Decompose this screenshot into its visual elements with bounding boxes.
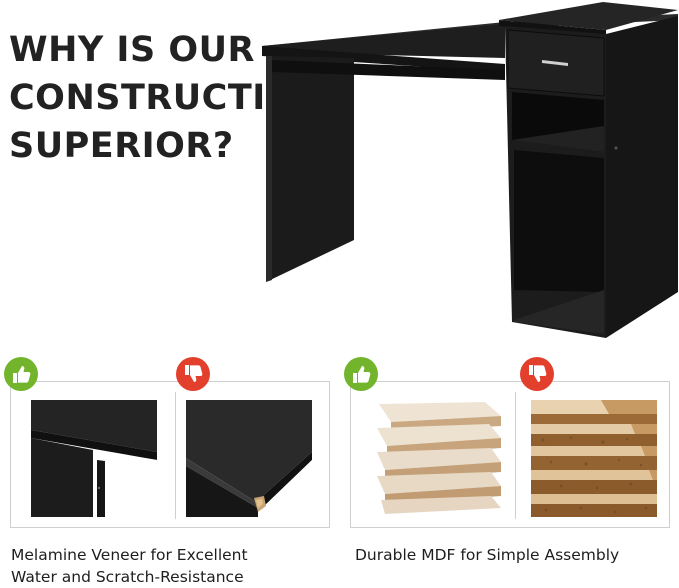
mdf-bad-photo [531,400,657,517]
thumbs-up-icon [4,357,38,391]
melamine-caption-line-2: Water and Scratch-Resistance [11,568,244,586]
melamine-bad-photo [186,400,312,517]
desk-product-image [262,2,678,338]
mdf-caption: Durable MDF for Simple Assembly [355,544,619,566]
melamine-caption: Melamine Veneer for Excellent Water and … [11,544,248,588]
headline-line-3: SUPERIOR? [9,126,234,166]
mdf-caption-line-1: Durable MDF for Simple Assembly [355,546,620,564]
panel-divider [175,392,176,519]
thumbs-down-icon [520,357,554,391]
melamine-caption-line-1: Melamine Veneer for Excellent [11,546,248,564]
melamine-good-photo [31,400,157,517]
headline-line-1: WHY IS OUR [9,30,255,70]
mdf-good-photo [377,400,503,517]
thumbs-down-icon [176,357,210,391]
panel-divider [515,392,516,519]
thumbs-up-icon [344,357,378,391]
